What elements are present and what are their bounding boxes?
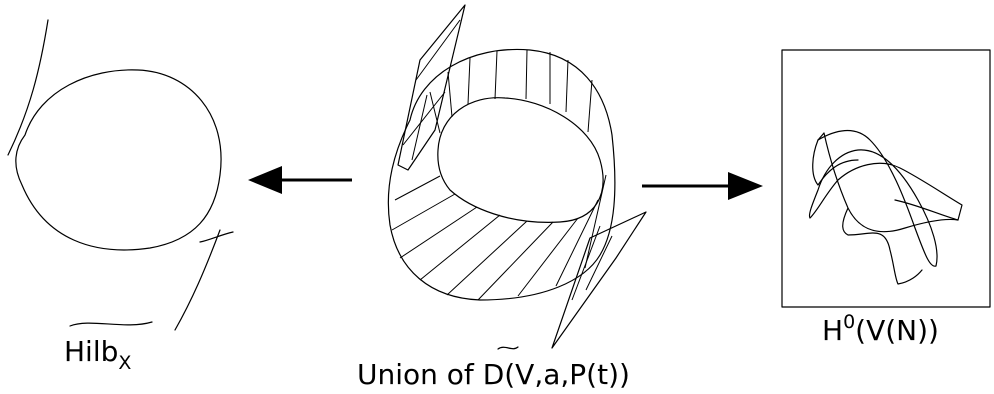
left-arrow	[248, 166, 352, 194]
d-tilde	[497, 346, 519, 350]
right-arrow	[642, 172, 763, 200]
surface-plane-upper	[397, 4, 466, 171]
h0-knot-curve-1	[808, 130, 963, 267]
h0-figure	[781, 49, 991, 308]
hilb-crossing-line-lower	[174, 229, 234, 331]
surface-ribs-top	[429, 49, 593, 134]
surface-inner-contour	[437, 97, 604, 223]
hilb-closed-curve	[15, 69, 222, 251]
hilb-crossing-line-upper	[7, 19, 49, 156]
hilb-curve-figure	[7, 19, 234, 331]
d-symbol: D	[483, 358, 505, 391]
h0-frame	[781, 49, 991, 308]
hilb-tilde	[69, 321, 153, 327]
union-surface-figure	[387, 4, 647, 349]
h0-knot-curve-2	[817, 132, 959, 285]
hilb-label: HilbX	[64, 335, 131, 374]
h0-knot-curve-3	[812, 139, 859, 186]
surface-ribs-bottom	[391, 174, 607, 301]
surface-outer-contour	[387, 48, 616, 301]
surface-plane-lower	[551, 211, 647, 349]
union-label: Union of D(V,a,P(t))	[357, 358, 630, 391]
h0-label: H0(V(N))	[822, 311, 939, 347]
